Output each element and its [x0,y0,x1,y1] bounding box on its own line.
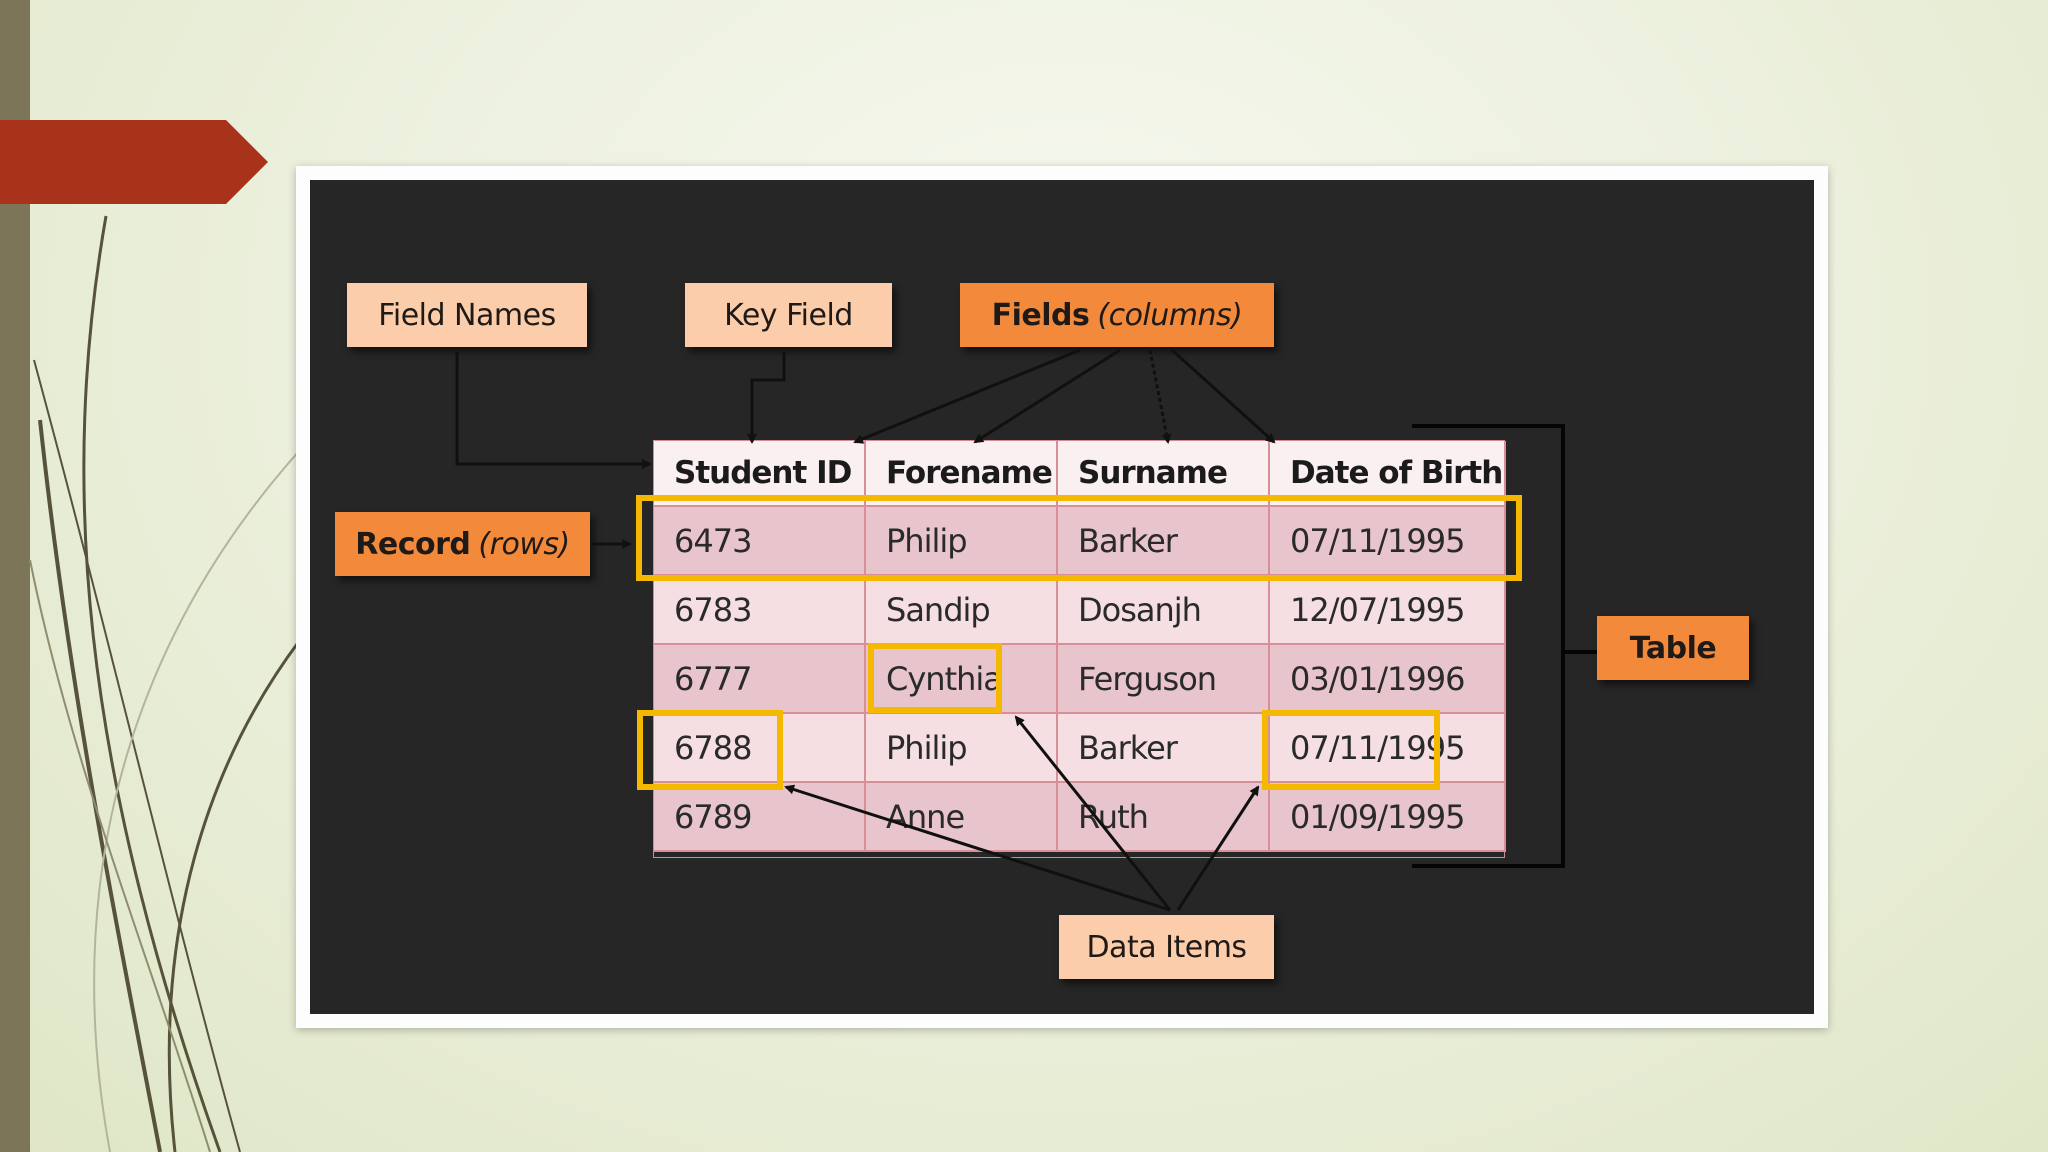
data-item-highlight-forename [868,643,1002,713]
table-cell-surname: Barker [1058,714,1270,783]
fields-connector-1 [853,348,1081,444]
table-cell-surname: Ferguson [1058,645,1270,714]
key-field-label: Key Field [724,297,853,333]
connector-lines [455,348,1597,912]
table-cell-surname: Dosanjh [1058,576,1270,645]
accent-arrow [0,120,268,204]
key-field-callout: Key Field [685,283,892,347]
table-cell-date-of-birth: 03/01/1996 [1270,645,1506,714]
table-cell-forename: Philip [866,507,1058,576]
table-label: Table [1629,630,1717,666]
table-cell-student-id: 6789 [654,783,866,852]
record-callout: Record (rows) [335,512,590,576]
data-items-callout: Data Items [1059,915,1274,979]
fields-connector-4 [1170,348,1276,444]
fields-sublabel: (columns) [1097,297,1243,333]
record-row-highlight [636,495,1522,581]
fields-callout: Fields (columns) [960,283,1274,347]
field-names-callout: Field Names [347,283,587,347]
table-cell-forename: Cynthia [866,645,1058,714]
table-cell-forename: Sandip [866,576,1058,645]
field-names-label: Field Names [378,297,556,333]
table-cell-forename: Anne [866,783,1058,852]
data-item-highlight-date [1262,710,1440,790]
fields-connector-3 [1148,349,1172,444]
fields-connector-2 [973,348,1121,444]
record-sublabel: (rows) [478,526,570,562]
decorative-grass-lines [29,215,302,1152]
data-items-connector-2 [1014,715,1172,911]
table-bracket [1412,424,1565,868]
table-cell-date-of-birth: 07/11/1995 [1270,507,1506,576]
data-items-connector-3 [1176,785,1260,911]
diagram-board: Field Names Key Field Fields (columns) R… [310,180,1814,1014]
table-cell-student-id: 6783 [654,576,866,645]
key-field-connector [747,352,786,444]
table-cell-forename: Philip [866,714,1058,783]
data-items-connector-1 [784,784,1171,912]
table-cell-date-of-birth: 12/07/1995 [1270,576,1506,645]
field-names-connector [455,352,652,469]
table-cell-date-of-birth: 01/09/1995 [1270,783,1506,852]
fields-label: Fields [991,297,1090,333]
table-cell-student-id: 6473 [654,507,866,576]
record-label: Record [355,526,471,562]
table-cell-surname: Ruth [1058,783,1270,852]
table-callout: Table [1597,616,1749,680]
data-item-highlight-student-id [637,710,783,790]
table-cell-student-id: 6788 [654,714,866,783]
data-items-label: Data Items [1086,929,1247,965]
